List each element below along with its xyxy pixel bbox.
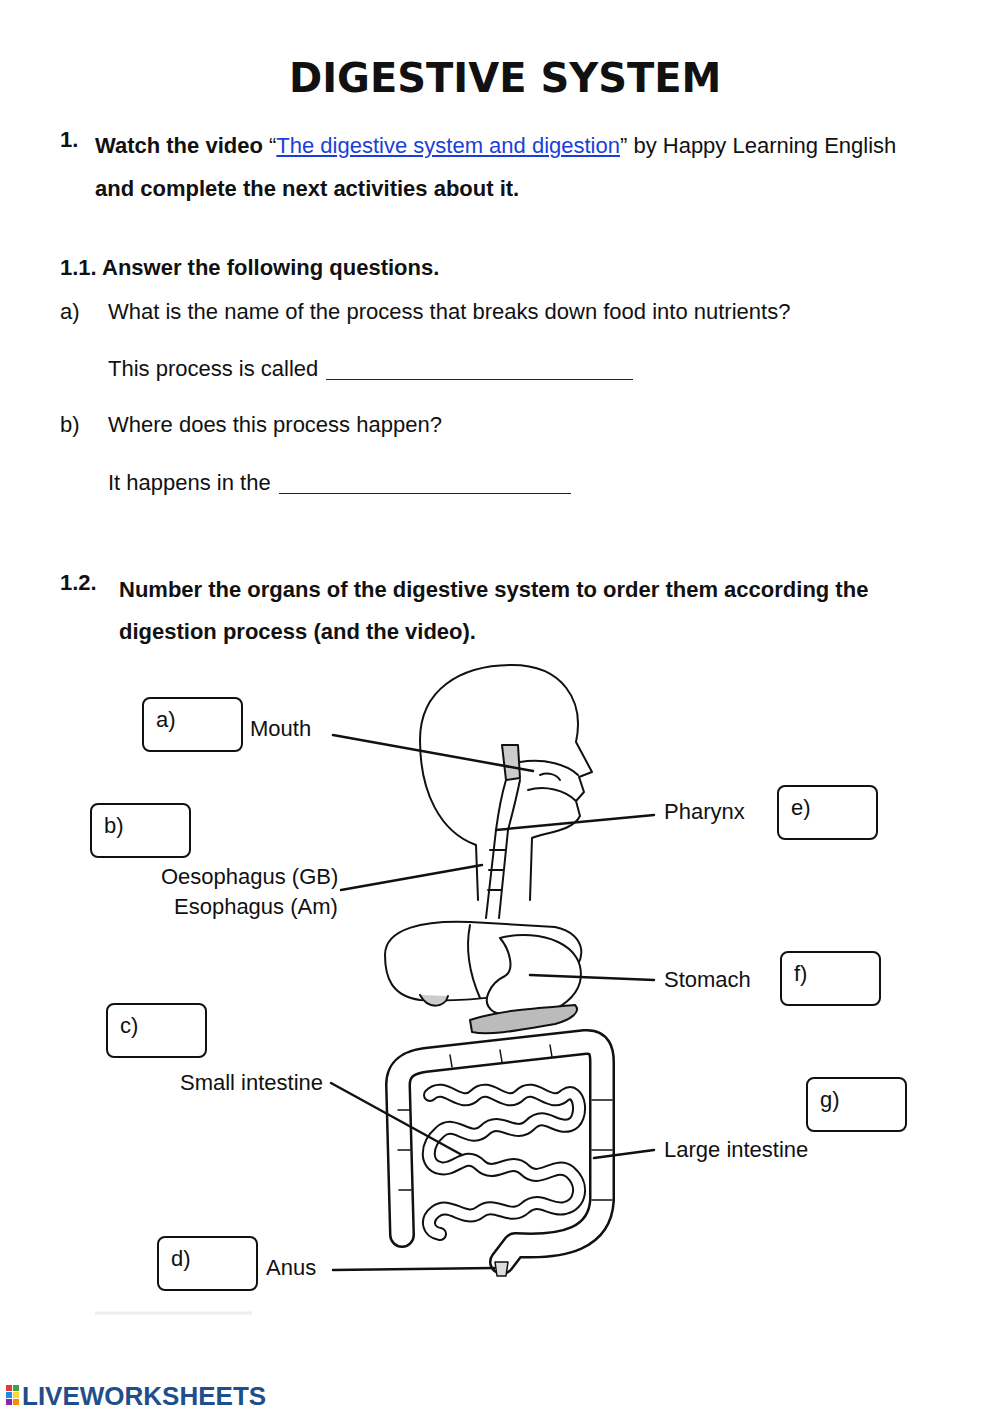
instruction-text: ” by Happy Learning English xyxy=(620,133,896,158)
box-letter: b) xyxy=(104,813,124,839)
answer-box: e) xyxy=(777,785,878,840)
answer-box: d) xyxy=(157,1236,258,1291)
answer-box: a) xyxy=(142,697,243,752)
box-letter: c) xyxy=(120,1013,138,1039)
box-letter: d) xyxy=(171,1246,191,1272)
organ-label: Large intestine xyxy=(664,1136,808,1164)
answer-box: g) xyxy=(806,1077,907,1132)
answer-prompt: It happens in the xyxy=(108,469,271,497)
answer-box: f) xyxy=(780,951,881,1006)
section-heading: Number the organs of the digestive syste… xyxy=(119,569,909,653)
answer-blank xyxy=(279,493,571,494)
section-heading: 1.1. Answer the following questions. xyxy=(60,254,439,282)
question-text: What is the name of the process that bre… xyxy=(108,298,790,326)
watermark: LIVEWORKSHEETS xyxy=(22,1380,266,1412)
organ-label: Mouth xyxy=(250,715,311,743)
box-letter: g) xyxy=(820,1087,840,1113)
organ-label: Esophagus (Am) xyxy=(174,893,338,921)
answer-prompt: This process is called xyxy=(108,355,318,383)
instruction-text: “ xyxy=(269,133,276,158)
box-letter: f) xyxy=(794,961,807,987)
organ-label: Stomach xyxy=(664,966,751,994)
box-letter: a) xyxy=(156,707,176,733)
answer-blank xyxy=(326,379,633,380)
page-title: DIGESTIVE SYSTEM xyxy=(289,54,721,102)
organ-label: Anus xyxy=(266,1254,316,1282)
instruction-text: and complete the next activities about i… xyxy=(95,176,519,201)
organ-label: Pharynx xyxy=(664,798,745,826)
section-number: 1.2. xyxy=(60,569,97,597)
question-text: Where does this process happen? xyxy=(108,411,442,439)
box-letter: e) xyxy=(791,795,811,821)
answer-box: b) xyxy=(90,803,191,858)
question-letter: a) xyxy=(60,298,80,326)
answer-box: c) xyxy=(106,1003,207,1058)
question-letter: b) xyxy=(60,411,80,439)
organ-label: Small intestine xyxy=(180,1069,323,1097)
organ-label: Oesophagus (GB) xyxy=(161,863,338,891)
instruction-paragraph: Watch the video “The digestive system an… xyxy=(95,124,910,210)
video-link: The digestive system and digestion xyxy=(276,133,620,158)
section-number: 1. xyxy=(60,126,78,154)
instruction-text: Watch the video xyxy=(95,133,263,158)
